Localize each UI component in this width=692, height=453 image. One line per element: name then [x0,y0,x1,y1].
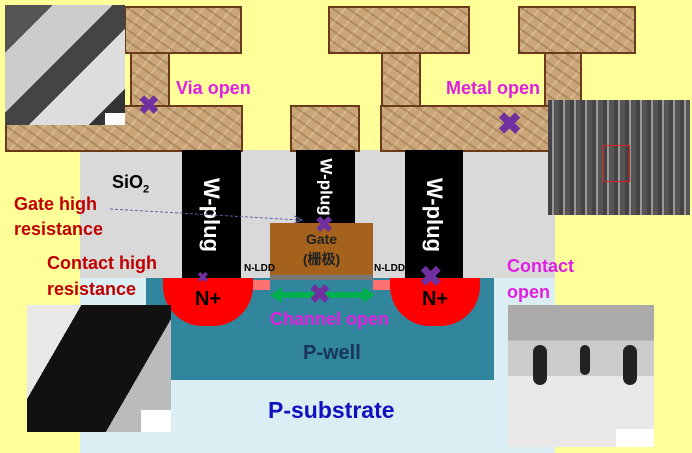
w-plug-right-label: W-plug [422,177,448,253]
sio2-subscript: 2 [143,183,150,196]
sem-image-contact-open [508,305,654,447]
gate: Gate (栅极) [270,223,373,275]
via-left [130,52,170,108]
n-ldd-right-label: N-LDD [374,263,406,274]
contact-open-line1: Contact [507,256,574,276]
contact-high-resistance-x-icon: ✖ [197,269,209,285]
n-ldd-right-region [373,280,390,290]
metal-right-top [518,6,636,54]
p-well-label: P-well [303,342,361,364]
gate-oxide [270,275,373,280]
w-plug-middle-label: W-plug [316,157,336,216]
gate-label: Gate [305,231,338,247]
channel-open-label: Channel open [270,309,390,329]
sem-image-metal [548,100,690,215]
gate-high-resistance-label: Gate high resistance [14,192,103,242]
via-middle [381,52,421,108]
metal-middle-bottom [290,105,360,152]
gate-high-resistance-line1: Gate high [14,194,98,214]
metal-open-x-icon: ✖ [497,108,523,141]
w-plug-middle: W-plug [296,150,355,223]
n-plus-right: N+ [390,278,480,326]
contact-plug [623,345,637,385]
sio2-label: SiO2 [112,172,149,196]
tem-image-via [5,5,125,125]
n-ldd-left-region [253,280,270,290]
contact-high-resistance-label: Contact high resistance [47,250,157,302]
n-ldd-left-label: N-LDD [244,263,276,274]
pointer-arrow-icon [110,208,304,224]
contact-plug [533,345,547,385]
p-substrate-label: P-substrate [268,397,395,423]
contact-high-resistance-line2: resistance [47,279,137,299]
contact-open-label: Contact open [507,253,574,305]
via-open-x-icon: ✖ [138,90,160,120]
gate-label-cn: (栅极) [302,251,341,267]
highlight-box [603,145,630,182]
gate-x-icon: ✖ [315,212,334,237]
tem-image-contact [27,305,171,432]
scale-bar-box [105,113,125,125]
contact-high-resistance-line1: Contact high [47,253,157,273]
metal-middle-top [328,6,470,54]
scale-bar-box [616,429,654,447]
metal-open-label: Metal open [446,78,541,98]
n-plus-left-label: N+ [194,288,222,310]
channel-arrow-icon [270,287,375,303]
sio2-text: SiO [112,172,144,192]
n-plus-right-label: N+ [421,288,449,310]
gate-high-resistance-line2: resistance [14,219,104,239]
via-open-label: Via open [176,78,251,98]
metal-right-bottom [380,105,580,152]
contact-open-x-icon: ✖ [419,261,443,292]
channel-open-x-icon: ✖ [309,279,331,309]
contact-plug [580,345,590,375]
scale-bar-box [141,410,171,432]
w-plug-right: W-plug [405,150,463,280]
metal-left-top [124,6,242,54]
contact-open-line2: open [507,282,550,302]
